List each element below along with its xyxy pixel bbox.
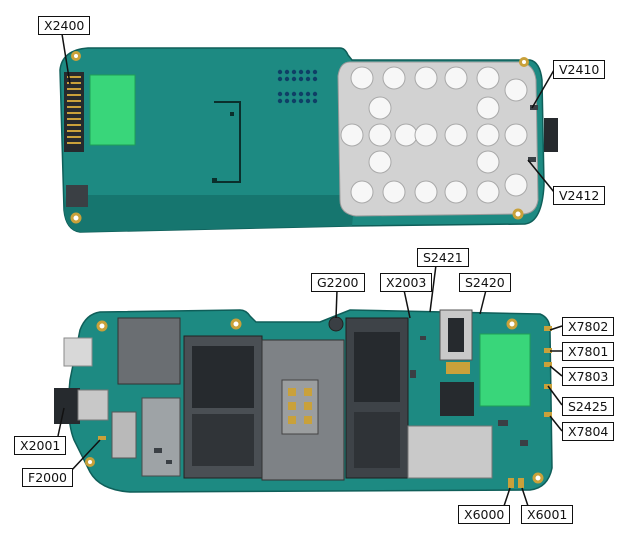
callout-s2420: S2420 <box>459 273 511 292</box>
s2425-leader <box>547 385 563 406</box>
callout-v2412: V2412 <box>553 186 606 205</box>
main-processor-chip <box>192 346 254 408</box>
memory-chip <box>192 414 254 466</box>
x7804-leader <box>549 415 563 432</box>
callout-x6001: X6001 <box>521 505 574 524</box>
bottom-smd-parts <box>154 336 528 464</box>
pa-chip <box>440 382 474 416</box>
bottom-mount-holes <box>85 318 544 484</box>
top-via-grid <box>277 69 318 104</box>
top-right-connector <box>544 118 558 152</box>
x2001-jack <box>54 388 80 424</box>
usb-connector <box>63 337 93 367</box>
callout-x2400: X2400 <box>38 16 91 35</box>
callout-v2410: V2410 <box>553 60 606 79</box>
callout-s2425: S2425 <box>562 397 614 416</box>
power-chip <box>354 332 400 402</box>
v2410-part <box>530 105 538 110</box>
bottom-green-pad <box>479 333 531 407</box>
x2003-leader <box>403 289 411 319</box>
v2410-leader <box>531 69 555 109</box>
sim-card-contacts <box>281 379 319 435</box>
top-small-chip <box>66 185 88 207</box>
top-mount-holes <box>70 51 529 224</box>
audio-jack-metal <box>77 389 109 421</box>
g2200-battery-pad <box>328 316 344 332</box>
s2420-leader <box>479 289 487 315</box>
x6000-contact <box>508 478 514 488</box>
callout-f2000: F2000 <box>22 468 74 487</box>
callout-x2001: X2001 <box>14 436 67 455</box>
x6000-leader <box>503 487 511 507</box>
f2000-fuse <box>98 436 106 440</box>
v2412-leader <box>527 159 555 193</box>
callout-x6000: X6000 <box>458 505 511 524</box>
top-green-pad <box>89 74 136 146</box>
shield-can-left <box>141 397 181 477</box>
x6001-leader <box>521 487 529 507</box>
rf-chip <box>354 412 400 468</box>
x2001-leader <box>57 407 65 437</box>
leader-lines <box>57 33 563 507</box>
keypad-domes <box>340 66 528 204</box>
callout-x7801: X7801 <box>562 342 615 361</box>
bottom-board <box>54 309 553 493</box>
callout-x2003: X2003 <box>380 273 433 292</box>
x2400-pins <box>67 76 81 144</box>
top-trace-dot-1 <box>212 178 217 183</box>
callout-x7803: X7803 <box>562 367 615 386</box>
callout-x7802: X7802 <box>562 317 615 336</box>
top-board <box>59 47 558 233</box>
x7802-leader <box>549 325 563 331</box>
top-board-lower-band <box>64 195 355 232</box>
shield-can-right <box>407 425 493 479</box>
top-trace-bracket <box>214 101 241 183</box>
callout-s2421: S2421 <box>417 248 469 267</box>
f2000-leader <box>69 439 101 473</box>
sim-contact-pads <box>288 388 312 424</box>
x6001-contact <box>518 478 524 488</box>
x2400-leader <box>61 33 71 85</box>
x7803-leader <box>549 365 563 377</box>
top-trace-dot-2 <box>230 112 234 116</box>
callout-g2200: G2200 <box>311 273 365 292</box>
callout-x7804: X7804 <box>562 422 615 441</box>
v2412-part <box>528 157 536 162</box>
antenna-clip <box>446 362 470 374</box>
g2200-leader <box>335 289 338 319</box>
camera-connector-inner <box>448 318 464 352</box>
crystal-part <box>111 411 137 459</box>
s2421-leader <box>429 264 437 313</box>
sim-holder-left <box>117 317 181 385</box>
